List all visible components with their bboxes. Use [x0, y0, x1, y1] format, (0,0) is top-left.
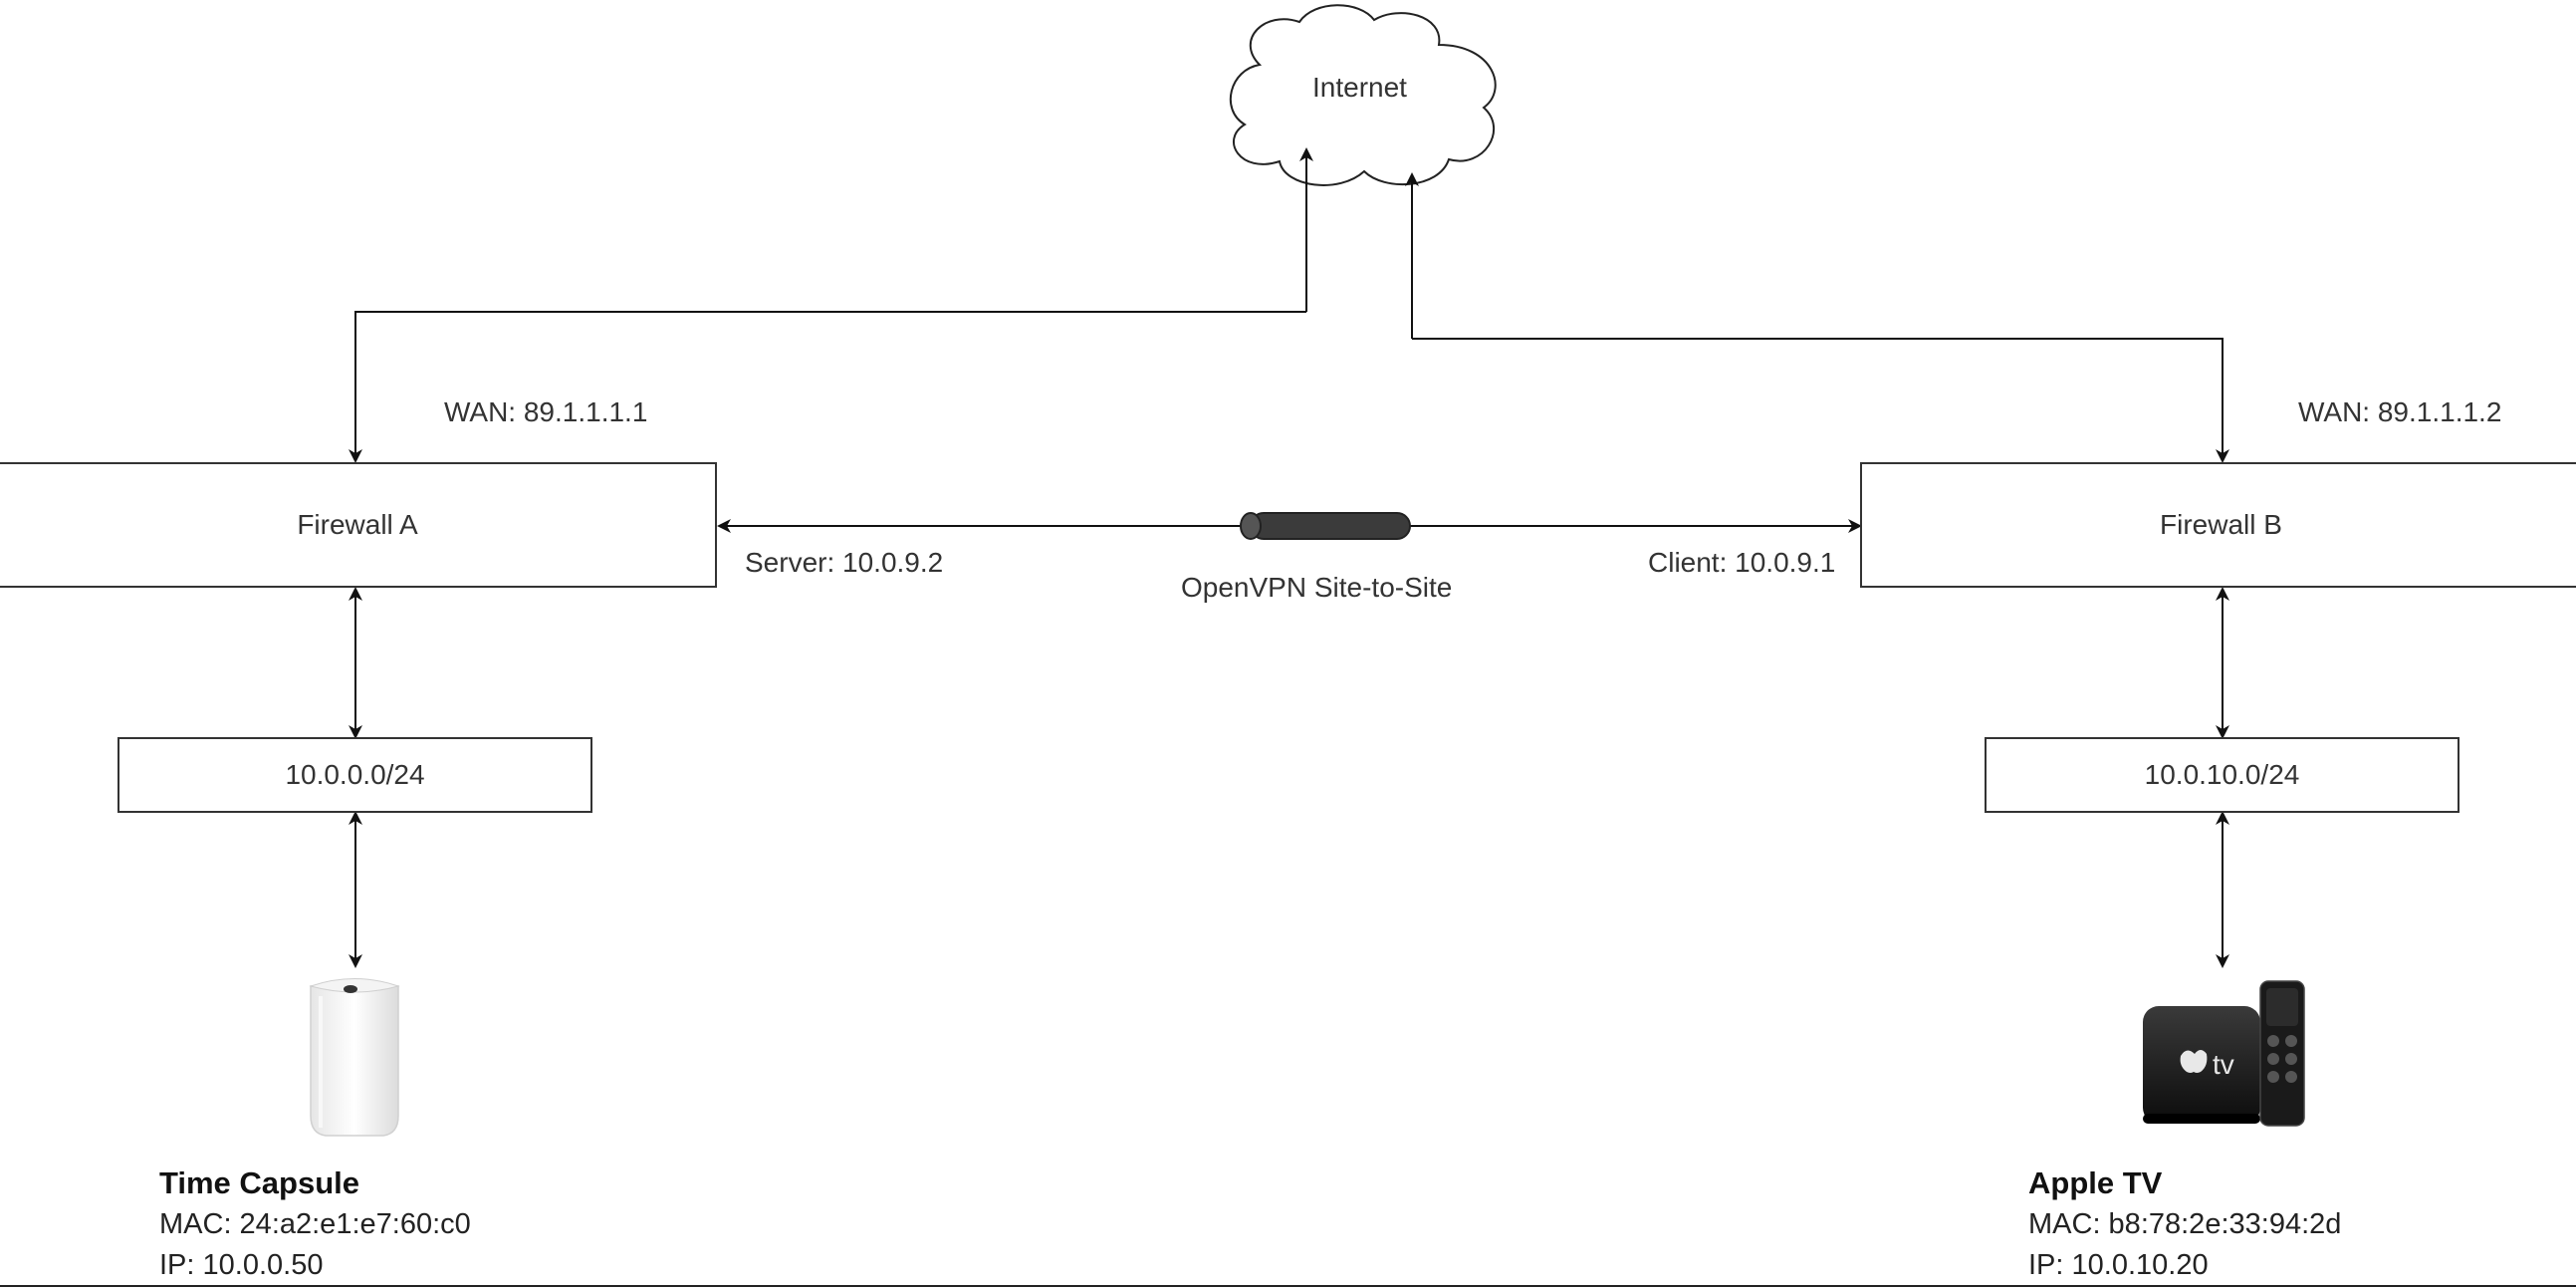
firewall-b-label: Firewall B [2160, 509, 2282, 540]
vpn-label: OpenVPN Site-to-Site [1181, 572, 1453, 603]
apple-tv-logo-text: tv [2213, 1049, 2234, 1080]
subnet-b-box[interactable]: 10.0.10.0/24 [1985, 737, 2459, 813]
subnet-a-label: 10.0.0.0/24 [285, 759, 425, 790]
internet-cloud-icon [1229, 4, 1497, 186]
subnet-b-label: 10.0.10.0/24 [2144, 759, 2300, 790]
server-ip-label: Server: 10.0.9.2 [745, 547, 944, 578]
device-a-title: Time Capsule [159, 1165, 360, 1200]
device-a-mac: MAC: 24:a2:e1:e7:60:c0 [159, 1208, 471, 1240]
device-b-title: Apple TV [2028, 1165, 2163, 1200]
firewall-a-label: Firewall A [297, 509, 418, 540]
apple-tv-icon: tv [2143, 980, 2305, 1127]
time-capsule-icon [309, 978, 400, 1137]
firewall-a-box[interactable]: Firewall A [0, 462, 717, 588]
vpn-tunnel-icon [1240, 512, 1411, 540]
device-b-ip: IP: 10.0.10.20 [2028, 1249, 2209, 1281]
device-b-mac: MAC: b8:78:2e:33:94:2d [2028, 1208, 2342, 1240]
client-ip-label: Client: 10.0.9.1 [1648, 547, 1836, 578]
firewall-b-wan-label: WAN: 89.1.1.1.2 [2298, 396, 2502, 427]
firewall-a-wan-label: WAN: 89.1.1.1.1 [444, 396, 648, 427]
subnet-a-box[interactable]: 10.0.0.0/24 [117, 737, 592, 813]
firewall-b-box[interactable]: Firewall B [1860, 462, 2576, 588]
internet-label: Internet [1312, 72, 1407, 103]
connector-lines [349, 147, 2229, 968]
device-a-ip: IP: 10.0.0.50 [159, 1249, 324, 1281]
